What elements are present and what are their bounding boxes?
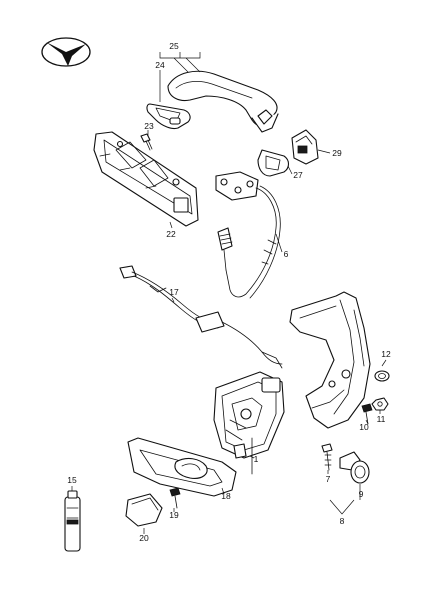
callout-1: 1 [254,454,259,464]
striker-plate [339,451,370,484]
callout-23: 23 [144,121,154,131]
door-frame [289,291,371,429]
callout-20: 20 [139,533,149,543]
handle-bezel [146,103,191,130]
inner-door-handle [127,437,237,497]
nut-11 [371,397,389,411]
screw-10 [361,403,373,425]
callout-11: 11 [377,414,386,424]
leader-lines [71,52,387,534]
callout-25: 25 [169,41,179,51]
bowden-cable-17 [119,265,283,369]
callout-18: 18 [221,491,231,501]
bolt-23 [140,133,153,151]
lubricant-can [64,490,81,552]
outer-door-handle [167,70,279,133]
callout-22: 22 [166,229,176,239]
callouts: 25 24 23 22 29 27 6 17 12 11 10 1 7 9 8 … [67,41,391,543]
bowden-cable-6 [215,171,281,299]
callout-6: 6 [284,249,289,259]
screw-19 [169,487,181,509]
callout-10: 10 [359,422,369,432]
callout-19: 19 [169,510,179,520]
end-cap [291,129,319,165]
handle-carrier [93,131,199,227]
callout-9: 9 [359,489,364,499]
callout-29: 29 [332,148,342,158]
callout-24: 24 [155,60,165,70]
door-lock [213,371,285,475]
callout-8: 8 [340,516,345,526]
callout-15: 15 [67,475,77,485]
callout-17: 17 [169,287,179,297]
lever-bracket [257,149,290,177]
trim-cap [125,493,163,527]
callout-12: 12 [381,349,391,359]
car-direction-icon [41,37,91,67]
grommet [374,370,390,382]
callout-27: 27 [293,170,303,180]
bolt-7 [321,443,333,471]
callout-7: 7 [326,474,331,484]
